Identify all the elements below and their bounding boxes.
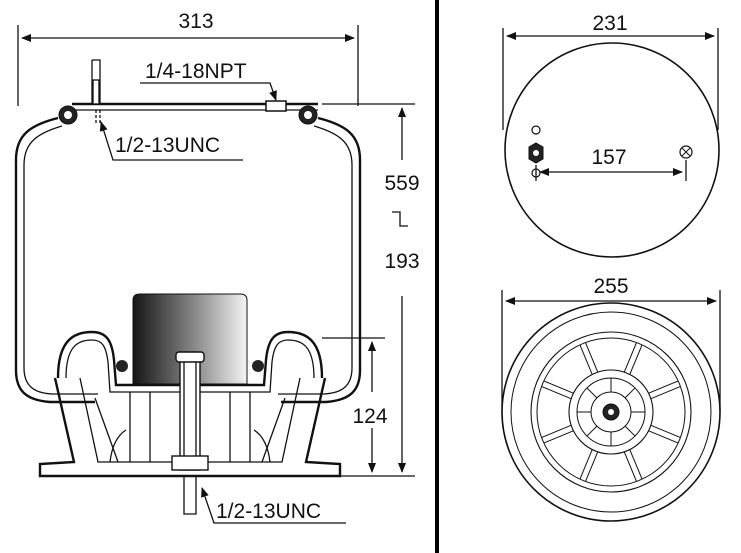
rib-line: [650, 424, 681, 439]
hub-rib-line: [586, 387, 598, 399]
hub-rib-line: [624, 387, 636, 399]
height-559-label: 559: [384, 172, 419, 195]
rib-line: [541, 385, 572, 400]
diameter-231-label: 231: [592, 12, 627, 35]
rib-line: [543, 380, 574, 394]
pedestal-ribs: [541, 342, 681, 482]
rib-line: [584, 342, 599, 373]
rib-line: [584, 451, 599, 482]
rib-line: [543, 430, 574, 444]
height-193-label: 193: [384, 250, 419, 273]
rib-line: [541, 424, 572, 439]
rib-line: [579, 449, 593, 480]
rib-line: [579, 344, 593, 375]
rib-line: [629, 344, 643, 375]
top-thread-label: 1/2-13UNC: [115, 134, 220, 157]
hub-rib-line: [624, 425, 636, 437]
port-1-4-18npt-label: 1/4-18NPT: [145, 60, 247, 83]
break-symbol: [392, 211, 408, 227]
width-313-label: 313: [178, 10, 213, 33]
diameter-255-label: 255: [593, 275, 628, 298]
rib-line: [650, 385, 681, 400]
rib-line: [629, 449, 643, 480]
bottom-thread-label: 1/2-13UNC: [216, 500, 321, 523]
top-plate-circle: [504, 42, 720, 258]
rib-line: [623, 451, 638, 482]
top-view: 231 157: [502, 12, 720, 258]
rib-line: [623, 342, 638, 373]
piston-height-124-label: 124: [352, 405, 387, 428]
rib-line: [648, 380, 679, 394]
hub-rib-line: [586, 425, 598, 437]
side-view: 313 1/4-18NPT 1/2-13UNC: [14, 10, 420, 524]
bottom-view: 255: [501, 275, 721, 522]
spacing-157-label: 157: [591, 146, 626, 169]
rib-line: [648, 430, 679, 444]
